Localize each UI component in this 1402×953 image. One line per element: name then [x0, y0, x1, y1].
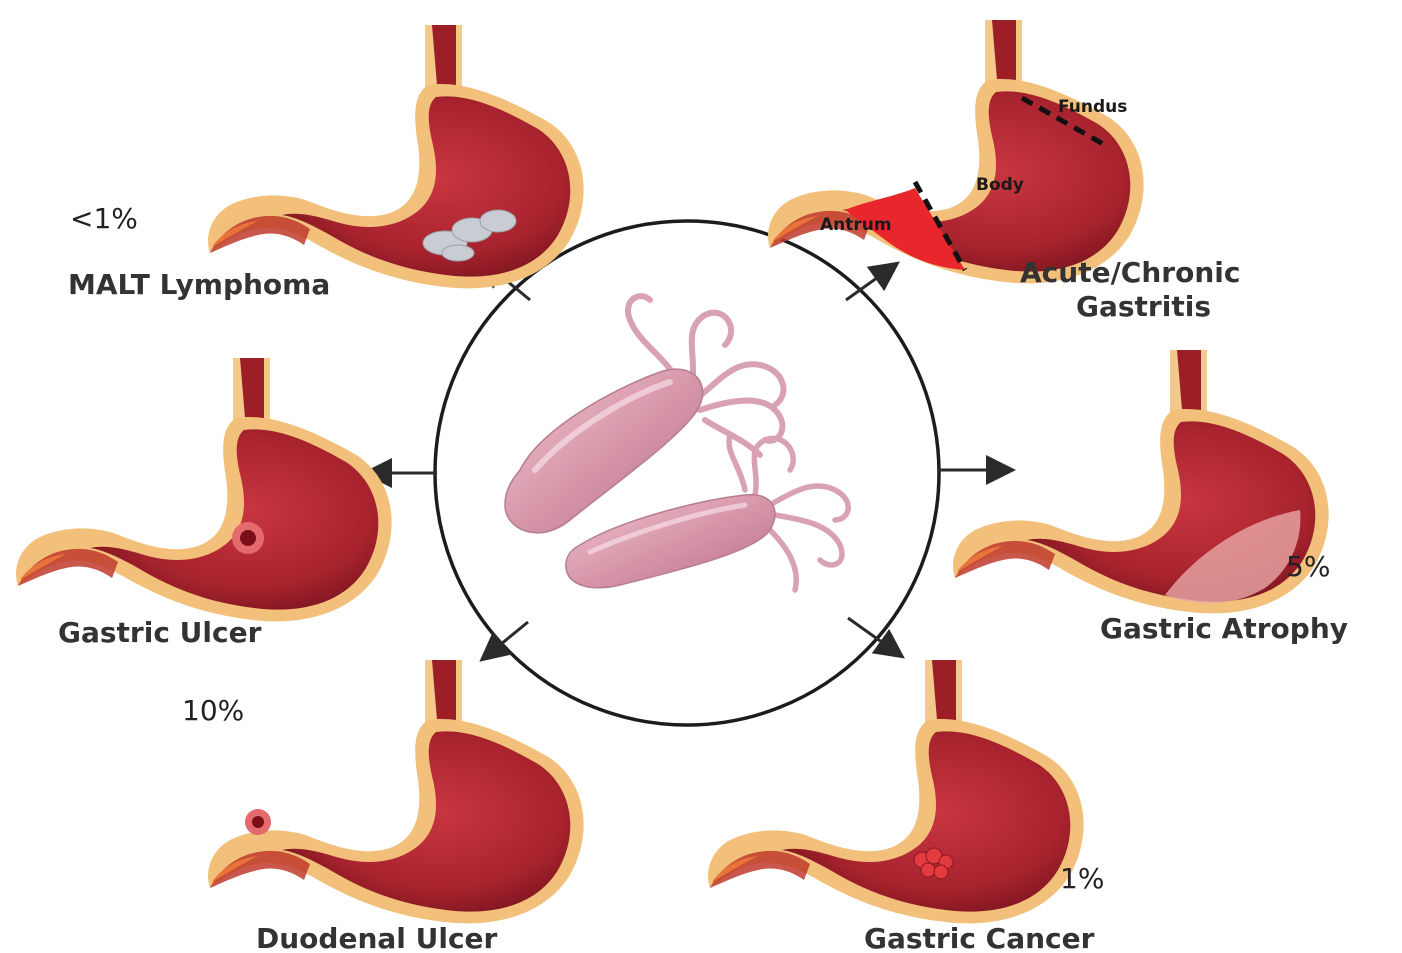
center-bacteria-panel [435, 221, 939, 725]
cancer-caption: Gastric Cancer [864, 922, 1095, 953]
region-fundus-label: Fundus [1058, 97, 1127, 117]
malt-lymphoma-panel: <1% MALT Lymphoma [68, 25, 584, 301]
gastritis-caption-line1: Acute/Chronic [1020, 256, 1240, 289]
stomach-duodenal-ulcer-icon [208, 660, 584, 923]
gastric-atrophy-panel: 5% Gastric Atrophy [953, 350, 1348, 645]
duodenal-ulcer-percent: 10% [182, 694, 244, 727]
malt-caption: MALT Lymphoma [68, 268, 330, 301]
gastric-ulcer-caption: Gastric Ulcer [58, 616, 262, 649]
stomach-gastric-ulcer-icon [16, 358, 392, 621]
center-circle [435, 221, 939, 725]
duodenal-ulcer-panel: 10% Duodenal Ulcer [182, 660, 584, 953]
atrophy-percent: 5% [1286, 550, 1330, 583]
region-body-label: Body [976, 175, 1024, 195]
atrophy-caption: Gastric Atrophy [1100, 612, 1348, 645]
stomach-gastritis-icon: Fundus Body Antrum [768, 20, 1144, 283]
cancer-percent: 1% [1060, 862, 1104, 895]
stomach-atrophy-icon [953, 350, 1329, 613]
duodenal-ulcer-caption: Duodenal Ulcer [256, 922, 498, 953]
gastric-ulcer-panel: Gastric Ulcer [16, 358, 392, 649]
region-antrum-label: Antrum [820, 215, 892, 235]
malt-percent: <1% [70, 202, 138, 235]
gastritis-caption-line2: Gastritis [1076, 290, 1211, 323]
stomach-malt-icon [208, 25, 584, 288]
